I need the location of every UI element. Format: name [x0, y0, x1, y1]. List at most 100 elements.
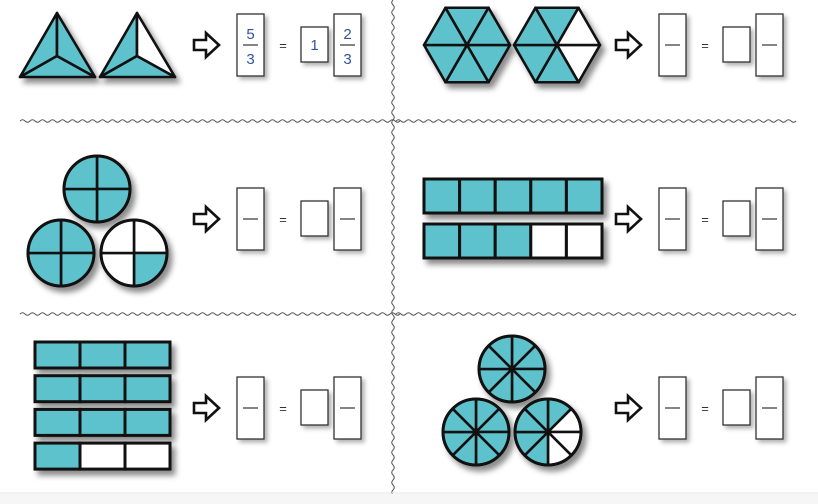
problem-fifth-bars: = [422, 177, 784, 260]
circle-figure [441, 397, 511, 467]
answer-box[interactable] [755, 376, 784, 440]
wavy-divider [19, 119, 401, 123]
bar-cell [78, 340, 127, 370]
equals-sign: = [701, 212, 709, 227]
whole-number-box[interactable] [300, 389, 329, 426]
answer-box[interactable] [300, 200, 329, 237]
improper-fraction-box[interactable] [658, 187, 687, 251]
bar-cell [123, 374, 172, 404]
circle-figure [26, 218, 96, 288]
equals-sign: = [701, 401, 709, 416]
circle-outline [477, 334, 547, 404]
whole-number-box[interactable] [300, 200, 329, 237]
wavy-divider [391, 0, 395, 501]
whole-number-box[interactable]: 1 [300, 26, 329, 63]
bar-cell [422, 222, 462, 260]
circle-outline [513, 397, 583, 467]
wavy-divider [395, 312, 797, 316]
problems: 53=123===== [18, 6, 784, 471]
mixed-fraction-box[interactable]: 23 [333, 13, 362, 77]
circle-outline [99, 218, 169, 288]
equals-sign: = [279, 212, 287, 227]
mixed-fraction-box[interactable] [333, 187, 362, 251]
problem-quarter-circles: = [26, 154, 362, 288]
circle-figure [62, 154, 132, 224]
problem-triangles: 53=123 [18, 11, 362, 79]
bar-cell [33, 374, 82, 404]
denominator: 3 [246, 51, 254, 68]
bar-cell [564, 222, 604, 260]
problem-third-bars: = [33, 340, 362, 471]
equals-sign: = [279, 401, 287, 416]
hexagon-figure [422, 6, 512, 84]
bar-cell [529, 177, 568, 215]
answer-box[interactable] [300, 389, 329, 426]
bar-cell [78, 407, 127, 437]
hexagon-part [465, 6, 512, 47]
bar-cell [493, 222, 533, 260]
whole-number-box[interactable] [722, 200, 751, 237]
mixed-fraction-box[interactable] [333, 376, 362, 440]
mixed-fraction-box[interactable] [755, 187, 784, 251]
answer-box[interactable] [722, 200, 751, 237]
arrow-right-icon [192, 30, 221, 60]
wavy-divider [395, 119, 797, 123]
bar-cell [33, 407, 82, 437]
bar-cell [422, 177, 462, 215]
bar-figure [422, 222, 604, 260]
arrow-right-icon [614, 393, 643, 423]
triangle-figure [98, 11, 177, 79]
whole-number-box[interactable] [722, 389, 751, 426]
denominator: 3 [343, 51, 351, 68]
answer-box[interactable] [722, 389, 751, 426]
bar-figure [33, 407, 172, 437]
problem-eighth-circles: = [441, 334, 784, 467]
triangle-part [55, 11, 97, 79]
arrow-right-icon [192, 204, 221, 234]
circle-outline [62, 154, 132, 224]
bar-cell [458, 177, 497, 215]
mixed-fraction-box[interactable] [755, 13, 784, 77]
hexagon-figure [512, 6, 602, 84]
bar-cell [78, 374, 127, 404]
page-bottom [0, 494, 818, 504]
improper-fraction-box[interactable] [658, 13, 687, 77]
improper-fraction-box[interactable] [658, 376, 687, 440]
circle-figure [477, 334, 547, 404]
improper-fraction-box[interactable] [236, 376, 265, 440]
bar-figure [422, 177, 604, 215]
equals-sign: = [701, 38, 709, 53]
improper-fraction-box[interactable] [236, 187, 265, 251]
bar-figure [33, 340, 172, 370]
arrow-right-icon [192, 393, 221, 423]
bar-cell [123, 340, 172, 370]
bar-cell [493, 177, 533, 215]
equals-sign: = [279, 38, 287, 53]
bar-cell [123, 441, 172, 471]
arrow-right-icon [614, 204, 643, 234]
hexagon-part [555, 6, 602, 47]
triangle-figure [18, 11, 97, 79]
arrow-right-icon [614, 30, 643, 60]
problem-hexagons: = [422, 6, 784, 84]
answer-box[interactable] [300, 26, 329, 63]
bar-figure [33, 441, 172, 471]
answer-box[interactable] [722, 26, 751, 63]
improper-fraction-box[interactable]: 53 [236, 13, 265, 77]
bar-cell [564, 177, 604, 215]
triangle-part [135, 11, 177, 79]
numerator: 5 [246, 26, 254, 43]
bar-cell [33, 340, 82, 370]
whole-number: 1 [310, 37, 318, 54]
bar-cell [123, 407, 172, 437]
mixed-fraction-box[interactable] [755, 376, 784, 440]
circle-outline [26, 218, 96, 288]
wavy-divider [19, 312, 401, 316]
whole-number-box[interactable] [722, 26, 751, 63]
bar-figure [33, 374, 172, 404]
circle-figure [513, 397, 583, 467]
bar-cell [458, 222, 497, 260]
bar-cell [529, 222, 568, 260]
